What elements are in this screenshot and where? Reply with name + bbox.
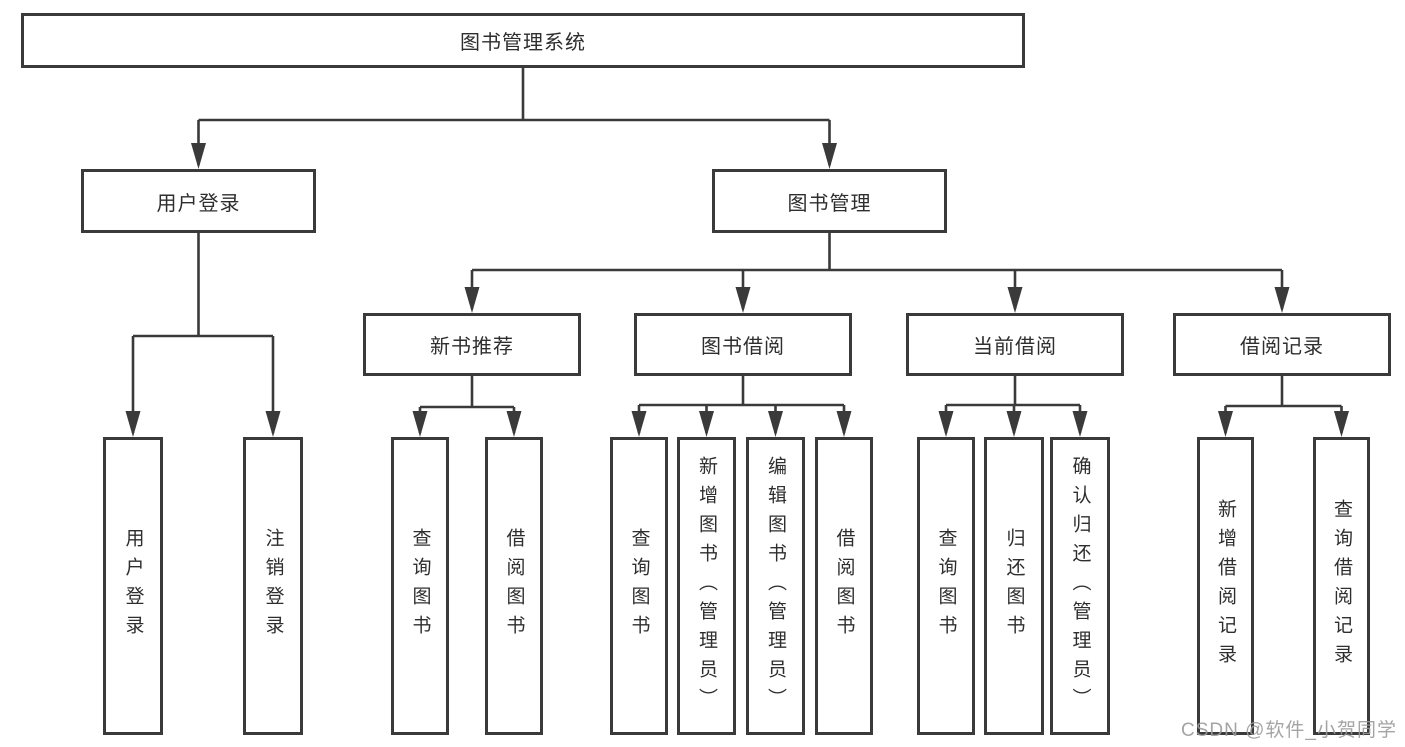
node-add-books-admin-label: 新增图书（管理员）	[696, 455, 717, 717]
node-book-management-label: 图书管理	[787, 192, 872, 215]
connector-book-mgmt-children-lines	[470, 233, 1284, 309]
node-logout-leaf-label: 注销登录	[262, 528, 284, 644]
node-new-book-recommend-label: 新书推荐	[430, 336, 514, 358]
arrow-down-icon	[191, 143, 206, 169]
connector-borrow-records-children	[1218, 376, 1349, 437]
arrow-down-icon	[836, 411, 852, 437]
node-user-login-leaf: 用户登录	[103, 437, 163, 735]
connector-borrow-records-children-lines	[1224, 376, 1343, 433]
arrow-down-icon	[1274, 287, 1290, 313]
arrow-down-icon	[822, 143, 837, 169]
node-book-management: 图书管理	[712, 169, 947, 233]
node-edit-books-admin-label: 编辑图书（管理员）	[765, 455, 786, 717]
node-current-borrowing-label: 当前借阅	[973, 336, 1057, 358]
node-borrowing-records-label: 借阅记录	[1240, 336, 1324, 358]
node-query-books-recommend: 查询图书	[391, 437, 449, 735]
arrow-down-icon	[265, 411, 281, 437]
node-borrow-books-recommend: 借阅图书	[485, 437, 543, 735]
node-return-books: 归还图书	[984, 437, 1044, 735]
arrow-down-icon	[1218, 411, 1233, 437]
arrow-down-icon	[125, 411, 141, 437]
node-query-borrow-record: 查询借阅记录	[1313, 437, 1370, 735]
node-edit-books-admin: 编辑图书（管理员）	[746, 437, 805, 735]
node-user-login-label: 用户登录	[156, 192, 241, 215]
node-library-management-system-label: 图书管理系统	[460, 32, 586, 54]
node-add-books-admin: 新增图书（管理员）	[677, 437, 736, 735]
arrow-down-icon	[735, 287, 751, 313]
connector-book-mgmt-children	[464, 233, 1290, 313]
node-borrow-books-leaf-label: 借阅图书	[833, 528, 855, 644]
node-borrow-books-leaf: 借阅图书	[815, 437, 873, 735]
node-query-books-borrowing-label: 查询图书	[628, 528, 650, 644]
connector-root-to-level2-lines	[197, 68, 831, 165]
connector-book-borrow-children	[631, 376, 852, 437]
node-query-books-borrowing: 查询图书	[610, 437, 668, 735]
node-library-management-system: 图书管理系统	[21, 13, 1025, 68]
connector-book-borrow-children-lines	[637, 376, 846, 433]
node-logout-leaf: 注销登录	[243, 437, 303, 735]
node-confirm-return-admin: 确认归还（管理员）	[1050, 437, 1110, 735]
arrow-down-icon	[1072, 411, 1088, 437]
connector-user-login-children	[125, 233, 281, 437]
arrow-down-icon	[506, 411, 522, 437]
arrow-down-icon	[412, 411, 428, 437]
arrow-down-icon	[768, 411, 783, 437]
node-borrowing-records: 借阅记录	[1173, 313, 1391, 376]
connector-new-book-children	[412, 376, 522, 437]
arrow-down-icon	[631, 411, 647, 437]
node-confirm-return-admin-label: 确认归还（管理员）	[1069, 455, 1091, 717]
node-current-borrowing: 当前借阅	[906, 313, 1124, 376]
node-user-login-leaf-label: 用户登录	[122, 528, 144, 644]
node-user-login: 用户登录	[81, 169, 316, 233]
node-book-borrowing: 图书借阅	[634, 313, 852, 376]
arrow-down-icon	[464, 287, 480, 313]
watermark: CSDN @软件_小贺同学	[1181, 720, 1397, 741]
arrow-down-icon	[1006, 411, 1022, 437]
node-new-book-recommend: 新书推荐	[363, 313, 581, 376]
connector-root-to-level2	[191, 68, 837, 169]
node-query-books-current-label: 查询图书	[935, 528, 957, 644]
node-query-books-recommend-label: 查询图书	[409, 528, 431, 644]
connector-new-book-children-lines	[418, 376, 516, 433]
arrow-down-icon	[938, 411, 954, 437]
connector-user-login-children-lines	[131, 233, 275, 433]
node-book-borrowing-label: 图书借阅	[701, 336, 785, 358]
node-borrow-books-recommend-label: 借阅图书	[503, 528, 525, 644]
node-add-borrow-record: 新增借阅记录	[1197, 437, 1254, 735]
node-query-borrow-record-label: 查询借阅记录	[1331, 499, 1352, 673]
node-query-books-current: 查询图书	[917, 437, 975, 735]
node-return-books-label: 归还图书	[1003, 528, 1025, 644]
arrow-down-icon	[1334, 411, 1349, 437]
connector-current-borrow-children	[938, 376, 1088, 437]
node-add-borrow-record-label: 新增借阅记录	[1215, 499, 1236, 673]
arrow-down-icon	[1007, 287, 1023, 313]
arrow-down-icon	[699, 411, 714, 437]
